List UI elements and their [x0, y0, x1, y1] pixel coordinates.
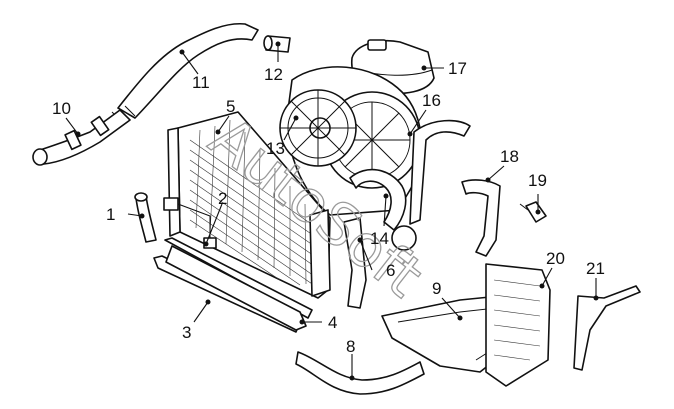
- radiator-fan: [279, 89, 357, 167]
- mounting-rail: [165, 245, 307, 331]
- leader-lines: [65, 44, 597, 378]
- leader-dots: [75, 41, 599, 381]
- intercooler-bracket: [573, 285, 641, 371]
- radiator-sensor: [163, 197, 217, 249]
- callout-10: 10: [52, 99, 71, 118]
- callout-labels: 1 2 3 4 5 6 8 9 10 11 12 13 14 16 17 18 …: [52, 59, 605, 356]
- callout-3: 3: [182, 323, 191, 342]
- callout-1: 1: [106, 205, 115, 224]
- temperature-sensor: [519, 201, 547, 223]
- lower-coolant-pipe: [295, 351, 425, 395]
- short-coolant-hose: [134, 192, 157, 243]
- callout-20: 20: [546, 249, 565, 268]
- callout-4: 4: [328, 313, 337, 332]
- callout-12: 12: [264, 65, 283, 84]
- coolant-hose-assembly: [349, 119, 471, 251]
- callout-19: 19: [528, 171, 547, 190]
- lower-hose-with-clamps: [32, 109, 131, 166]
- callout-14: 14: [370, 229, 389, 248]
- intercooler: [485, 263, 551, 387]
- callout-8: 8: [346, 337, 355, 356]
- callout-16: 16: [422, 91, 441, 110]
- callout-2: 2: [218, 189, 227, 208]
- callout-21: 21: [586, 259, 605, 278]
- callout-13: 13: [266, 139, 285, 158]
- callout-5: 5: [226, 97, 235, 116]
- intercooler-hose: [461, 179, 501, 257]
- callout-17: 17: [448, 59, 467, 78]
- small-hose-sleeve: [263, 35, 291, 53]
- callout-11: 11: [192, 73, 210, 92]
- callout-6: 6: [386, 261, 395, 280]
- callout-18: 18: [500, 147, 519, 166]
- callout-9: 9: [432, 279, 441, 298]
